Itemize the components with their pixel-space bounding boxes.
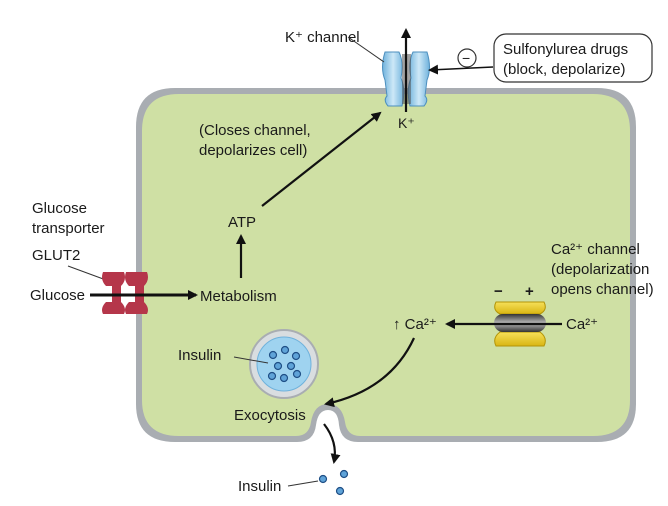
atp-to-channel-arrow [261, 111, 382, 207]
metabolism-label: Metabolism [200, 288, 277, 305]
ca-minus-sign: − [494, 283, 503, 300]
sulfonylurea-line1: Sulfonylurea drugs [503, 41, 628, 58]
k-channel-label: K⁺ channel [285, 29, 360, 46]
inhibit-sign-circle [457, 48, 477, 68]
inhibit-sign: − [462, 50, 470, 66]
insulin-released-label: Insulin [238, 478, 281, 495]
k-channel-leader [347, 36, 385, 63]
atp-label: ATP [228, 214, 256, 231]
sulfonylurea-line2: (block, depolarize) [503, 61, 626, 78]
glucose-transporter-line1: Glucose [32, 200, 87, 217]
glut2-leader [67, 265, 107, 281]
glut2-transporter [102, 272, 148, 314]
closes-line1: (Closes channel, [199, 122, 311, 139]
exocytosis-label: Exocytosis [234, 407, 306, 424]
ca-to-exocytosis-arrow [324, 337, 415, 408]
vesicle-inner [256, 336, 312, 392]
ca-inside-label: ↑ Ca²⁺ [393, 316, 437, 333]
k-ion-label: K⁺ [398, 115, 415, 131]
ca-channel-line3: opens channel) [551, 281, 654, 298]
closes-line2: depolarizes cell) [199, 142, 307, 159]
insulin-released-leader [287, 480, 319, 487]
insulin-vesicle-leader [233, 356, 269, 364]
ca-channel-line2: (depolarization [551, 261, 649, 278]
sulfonylurea-arrow [428, 64, 494, 75]
ca-plus-sign: + [525, 283, 534, 300]
glut2-label: GLUT2 [32, 247, 80, 264]
insulin-granules [267, 345, 302, 383]
glucose-label: Glucose [30, 287, 85, 304]
insulin-release-arrow [323, 423, 341, 464]
released-insulin [318, 469, 349, 496]
sulfonylurea-box [493, 33, 653, 83]
insulin-vesicle-label: Insulin [178, 347, 221, 364]
ca-channel-line1: Ca²⁺ channel [551, 241, 640, 258]
glucose-transporter-line2: transporter [32, 220, 105, 237]
ca-outside-label: Ca²⁺ [566, 316, 598, 333]
